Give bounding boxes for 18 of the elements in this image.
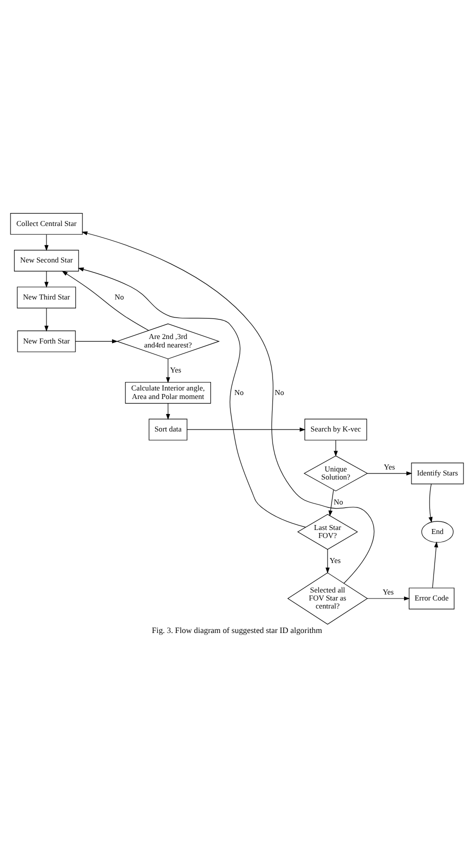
arrow: [44, 270, 49, 288]
arrow: [367, 470, 412, 475]
arrow: [432, 541, 438, 588]
arrow: [75, 338, 118, 343]
arrow: [44, 234, 49, 250]
arrow: [326, 548, 330, 573]
arrow: [367, 596, 410, 600]
arrow: [62, 270, 149, 330]
caption: Fig. 3. Flow diagram of suggested star ID algorithm: [152, 626, 322, 635]
arrow: [186, 427, 306, 432]
arrow: [328, 489, 334, 516]
arrow: [166, 358, 170, 383]
arrow: [166, 402, 170, 420]
arrow: [44, 307, 49, 332]
arrow: [428, 483, 433, 522]
arrow: [82, 230, 374, 584]
arrow: [78, 266, 306, 527]
arrow: [334, 440, 338, 456]
